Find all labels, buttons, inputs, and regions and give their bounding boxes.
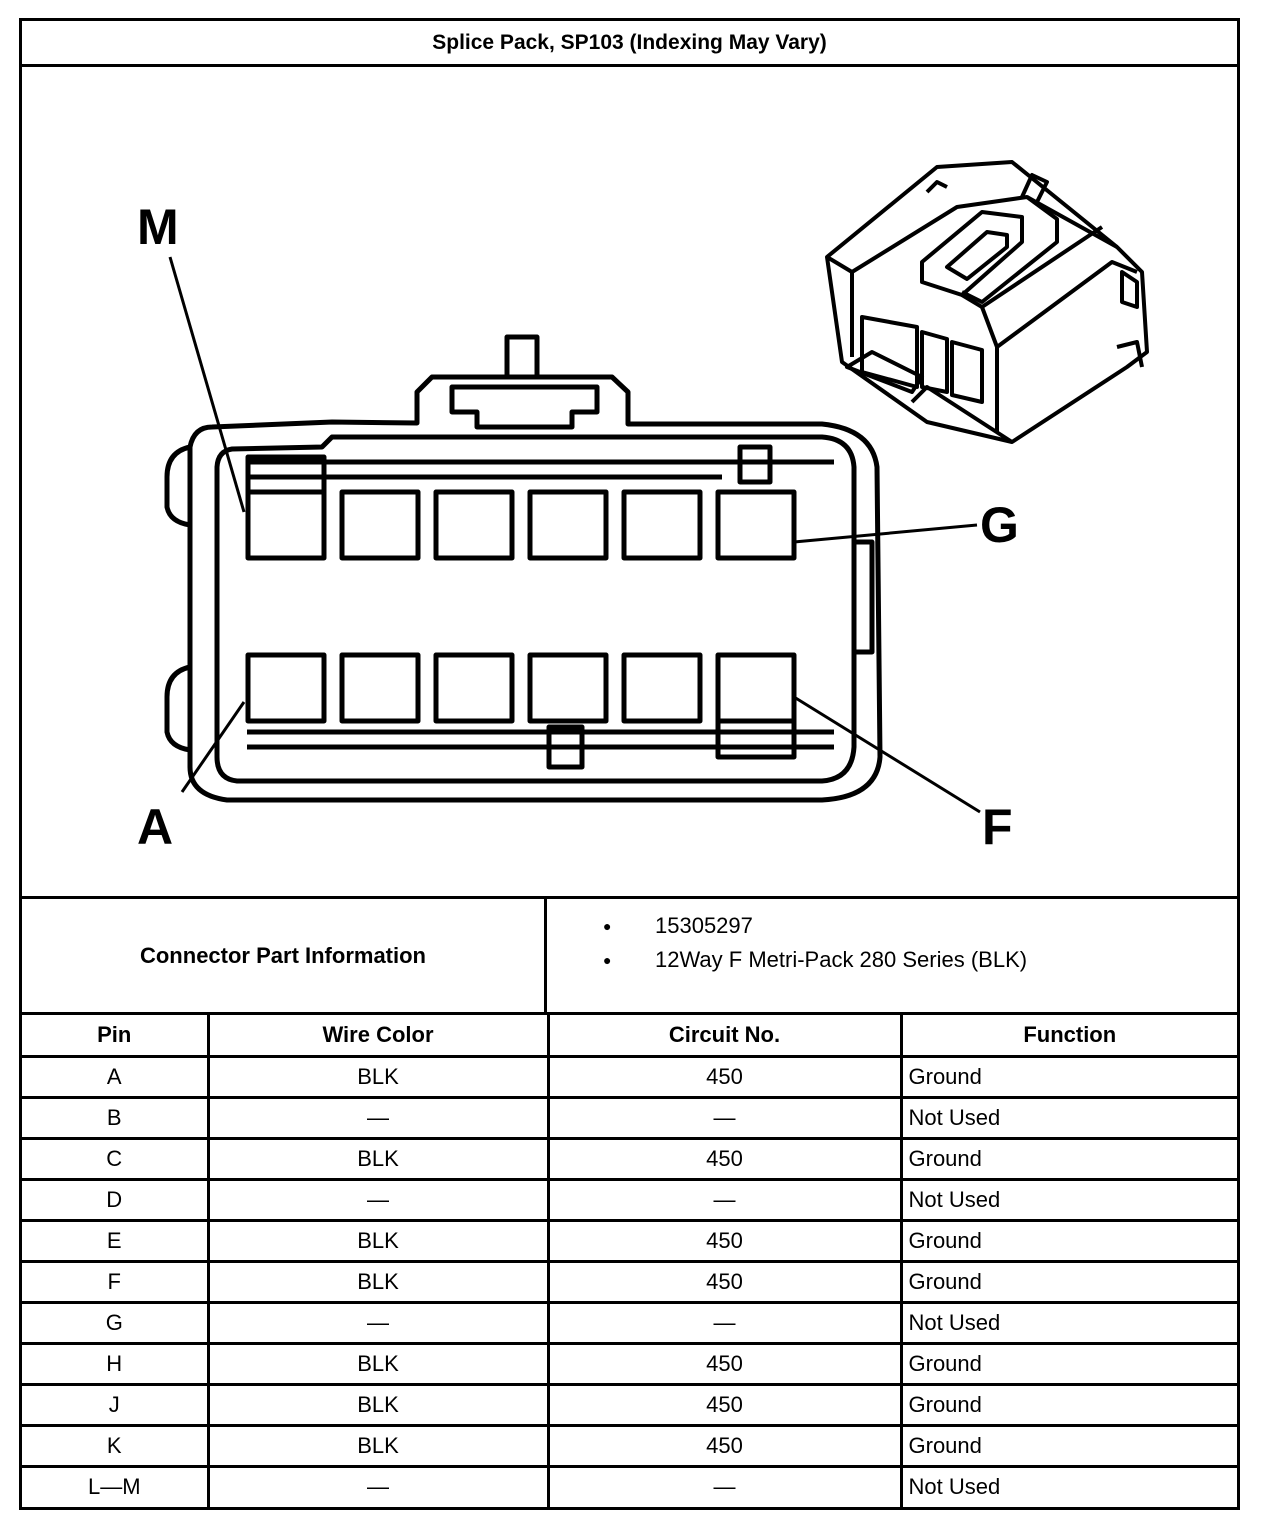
cell-function: Not Used — [899, 1464, 1237, 1507]
cell-wire-color: BLK — [206, 1054, 550, 1099]
cell-circuit-no: 450 — [546, 1259, 903, 1304]
cell-pin: L—M — [22, 1464, 210, 1507]
cell-pin: C — [22, 1136, 210, 1181]
connector-sheet: Splice Pack, SP103 (Indexing May Vary) — [19, 18, 1240, 1510]
cell-pin: G — [22, 1300, 210, 1345]
cell-wire-color: BLK — [206, 1136, 550, 1181]
connector-part-info-label: Connector Part Information — [22, 899, 547, 1012]
cell-wire-color: — — [206, 1095, 550, 1140]
cell-function: Not Used — [899, 1177, 1237, 1222]
cell-wire-color: BLK — [206, 1423, 550, 1468]
cell-pin: K — [22, 1423, 210, 1468]
connector-diagram: M G A F — [22, 67, 1237, 899]
cell-function: Ground — [899, 1054, 1237, 1099]
table-header-row: Pin Wire Color Circuit No. Function — [22, 1015, 1237, 1058]
pin-label-f: F — [982, 799, 1013, 855]
cell-function: Ground — [899, 1218, 1237, 1263]
cell-circuit-no: 450 — [546, 1136, 903, 1181]
cell-function: Not Used — [899, 1300, 1237, 1345]
page-title: Splice Pack, SP103 (Indexing May Vary) — [22, 21, 1237, 67]
header-circuit-no: Circuit No. — [546, 1015, 903, 1058]
cell-pin: J — [22, 1382, 210, 1427]
cell-circuit-no: 450 — [546, 1054, 903, 1099]
part-number: 15305297 — [547, 909, 1237, 943]
connector-part-info: Connector Part Information 15305297 12Wa… — [22, 896, 1237, 1015]
cell-pin: D — [22, 1177, 210, 1222]
pin-label-g: G — [980, 497, 1019, 553]
cell-pin: F — [22, 1259, 210, 1304]
header-function: Function — [899, 1015, 1237, 1058]
table-row: G——Not Used — [22, 1300, 1237, 1345]
cell-pin: E — [22, 1218, 210, 1263]
pin-label-m: M — [137, 199, 179, 255]
cell-function: Not Used — [899, 1095, 1237, 1140]
cell-function: Ground — [899, 1382, 1237, 1427]
cell-wire-color: BLK — [206, 1259, 550, 1304]
cell-pin: A — [22, 1054, 210, 1099]
cell-wire-color: BLK — [206, 1341, 550, 1386]
cell-circuit-no: — — [546, 1300, 903, 1345]
cell-wire-color: — — [206, 1300, 550, 1345]
cell-function: Ground — [899, 1423, 1237, 1468]
cell-wire-color: — — [206, 1177, 550, 1222]
cell-function: Ground — [899, 1259, 1237, 1304]
cell-wire-color: BLK — [206, 1382, 550, 1427]
cell-pin: B — [22, 1095, 210, 1140]
cell-function: Ground — [899, 1341, 1237, 1386]
pin-label-a: A — [137, 799, 173, 855]
header-wire-color: Wire Color — [206, 1015, 550, 1058]
cell-circuit-no: 450 — [546, 1341, 903, 1386]
cell-circuit-no: — — [546, 1464, 903, 1507]
table-row: L—M——Not Used — [22, 1464, 1237, 1507]
connector-part-info-list: 15305297 12Way F Metri-Pack 280 Series (… — [547, 899, 1237, 1022]
cell-circuit-no: — — [546, 1177, 903, 1222]
cell-circuit-no: 450 — [546, 1423, 903, 1468]
cell-circuit-no: — — [546, 1095, 903, 1140]
cell-wire-color: BLK — [206, 1218, 550, 1263]
table-row: D——Not Used — [22, 1177, 1237, 1222]
connector-3d-icon — [825, 160, 1149, 444]
cell-function: Ground — [899, 1136, 1237, 1181]
connector-description: 12Way F Metri-Pack 280 Series (BLK) — [547, 943, 1237, 977]
connector-face-icon: M G A F — [137, 160, 1149, 855]
cell-pin: H — [22, 1341, 210, 1386]
cell-wire-color: — — [206, 1464, 550, 1507]
header-pin: Pin — [22, 1015, 210, 1058]
cell-circuit-no: 450 — [546, 1382, 903, 1427]
table-row: B——Not Used — [22, 1095, 1237, 1140]
cell-circuit-no: 450 — [546, 1218, 903, 1263]
